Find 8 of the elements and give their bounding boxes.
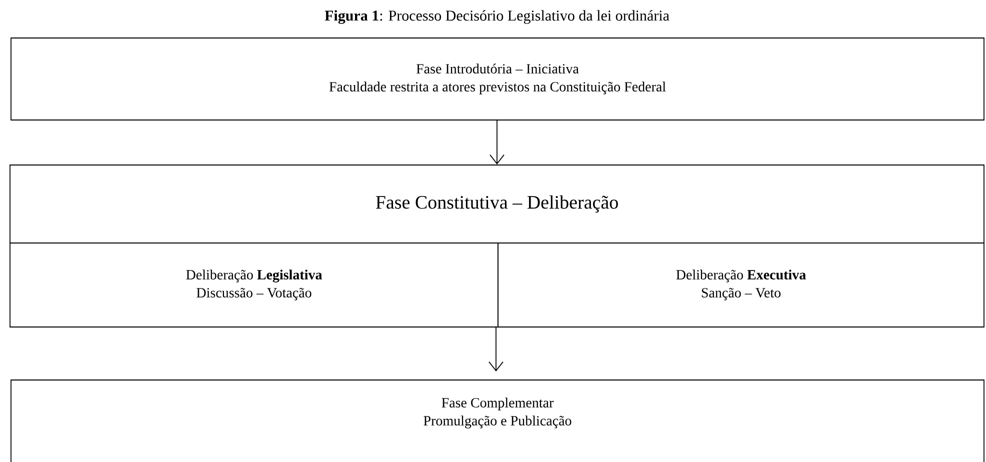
phase-box: Deliberação Legislativa Discussão – Votação	[10, 242, 498, 328]
arrow	[490, 120, 504, 165]
phase-box: Fase Constitutiva – Deliberação	[10, 164, 984, 244]
figure-title: Figura 1: Processo Decisório Legislativo da lei ordinária	[324, 10, 670, 24]
arrow	[488, 327, 504, 372]
phase-box: Fase Introdutória – Iniciativa Faculdade restrita a atores previstos na Constituição Federal	[10, 38, 984, 120]
phase-box: Deliberação Executiva Sanção – Veto	[498, 242, 984, 328]
phase-box: Fase Complementar Promulgação e Publicação	[10, 380, 984, 462]
